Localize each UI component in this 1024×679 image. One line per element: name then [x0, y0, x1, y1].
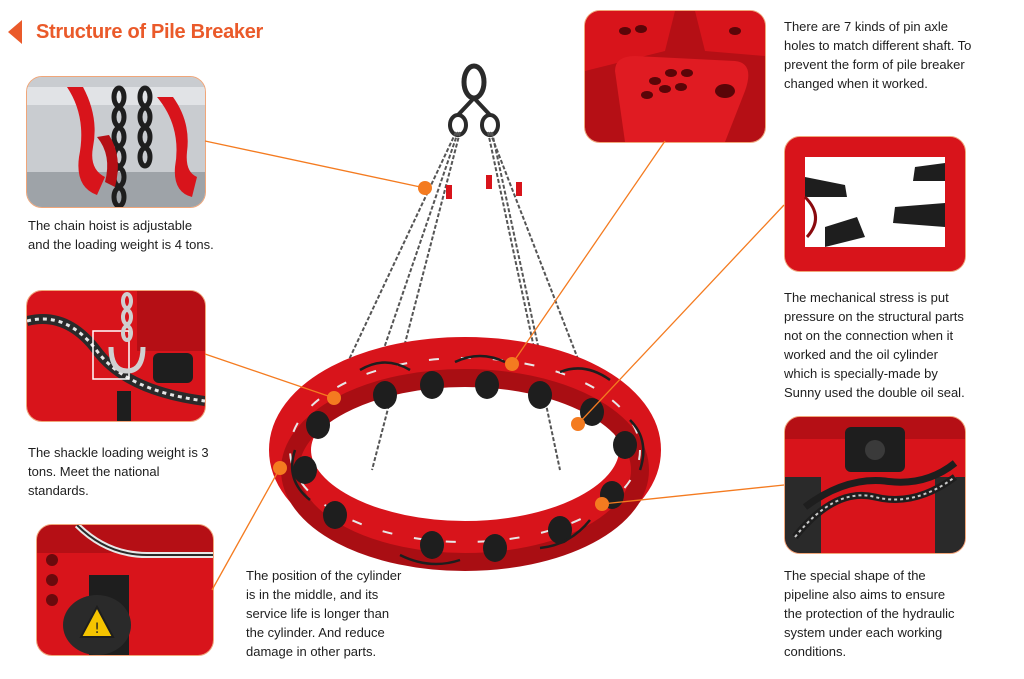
leader-shackle [204, 353, 335, 399]
breaker-ring [269, 337, 661, 571]
pipeline-photo [784, 416, 966, 554]
caption-pin-axle: There are 7 kinds of pin axle holes to m… [784, 19, 972, 91]
header: Structure of Pile Breaker [8, 18, 263, 46]
caption-chain-hoist: The chain hoist is adjustable and the lo… [28, 218, 214, 252]
chains [329, 131, 591, 471]
chain-hoist-photo [26, 76, 206, 208]
mechanical-stress-photo [784, 136, 966, 272]
leader-mechanical-stress [577, 204, 785, 425]
caption-mechanical-stress: The mechanical stress is put pressure on… [784, 290, 965, 400]
pin-axle-photo [584, 10, 766, 143]
svg-text:!: ! [94, 621, 100, 637]
marker-chain-hoist [418, 181, 432, 195]
page-title: Structure of Pile Breaker [36, 20, 264, 43]
caption-pipeline: The special shape of the pipeline also a… [784, 568, 955, 659]
cylinder-photo: ! [36, 524, 214, 656]
marker-mechanical-stress [571, 417, 585, 431]
marker-shackle [327, 391, 341, 405]
marker-pipeline [595, 497, 609, 511]
leader-pipeline [601, 484, 785, 505]
caption-cylinder-position: The position of the cylinder is in the m… [246, 568, 402, 659]
back-arrow-icon [8, 20, 22, 44]
marker-pin-axle [505, 357, 519, 371]
leader-chain-hoist [204, 140, 426, 189]
shackle-photo [26, 290, 206, 422]
caption-shackle: The shackle loading weight is 3 tons. Me… [28, 445, 209, 498]
lifting-ring [461, 63, 487, 101]
marker-cylinder [273, 461, 287, 475]
leader-pin-axle [511, 140, 666, 365]
